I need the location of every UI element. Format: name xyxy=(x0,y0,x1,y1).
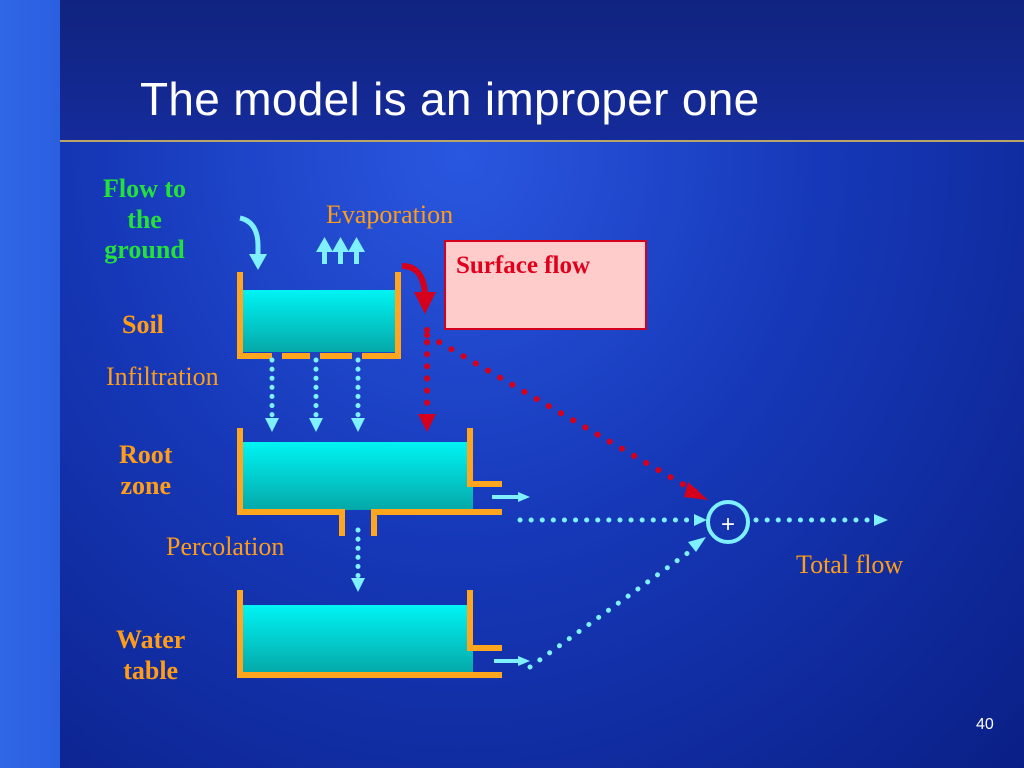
infiltration-arrows xyxy=(265,357,365,432)
surface-flow-arrow-icon xyxy=(401,263,428,297)
water-table-tank xyxy=(237,590,502,678)
root-zone-tank-wall xyxy=(237,428,502,536)
soil-label: Soil xyxy=(122,310,164,339)
root-zone-tank xyxy=(237,428,502,536)
surface-runoff-diagonal xyxy=(424,332,699,495)
soil-tank xyxy=(237,272,401,360)
water-table-label: Water table xyxy=(116,625,186,685)
water-table-tank-wall xyxy=(237,590,502,678)
surface-flow-box xyxy=(444,240,647,330)
evaporation-arrows-icon xyxy=(316,237,365,264)
left-accent-bar xyxy=(0,0,60,768)
total-flow-label: Total flow xyxy=(796,550,904,579)
title-divider xyxy=(60,140,1024,142)
page-number: 40 xyxy=(976,716,994,733)
soil-water xyxy=(243,290,395,352)
flow-to-ground-label: Flow to the ground xyxy=(103,174,187,265)
inflow-arrow-icon xyxy=(239,215,261,258)
infiltration-label: Infiltration xyxy=(106,362,219,391)
summation-symbol: + xyxy=(721,511,735,538)
root-zone-label: Root zone xyxy=(119,440,173,500)
surface-runoff-diagonal-head xyxy=(684,482,708,500)
surface-flow-arrow-head xyxy=(414,292,436,314)
surface-runoff-down-head xyxy=(418,414,436,432)
water-table-water xyxy=(243,605,473,673)
percolation-arrow xyxy=(351,527,365,592)
surface-flow-label: Surface flow xyxy=(456,252,590,279)
slide-title: The model is an improper one xyxy=(140,73,760,125)
inflow-arrow-head xyxy=(249,254,267,270)
root-zone-outflow xyxy=(492,492,707,526)
total-flow-arrow xyxy=(753,514,888,526)
evaporation-label: Evaporation xyxy=(326,200,454,229)
water-table-outflow xyxy=(494,537,706,670)
title-band xyxy=(60,0,1024,140)
root-zone-water xyxy=(243,442,473,510)
percolation-label: Percolation xyxy=(166,532,285,561)
summation-circle-icon xyxy=(706,500,750,544)
